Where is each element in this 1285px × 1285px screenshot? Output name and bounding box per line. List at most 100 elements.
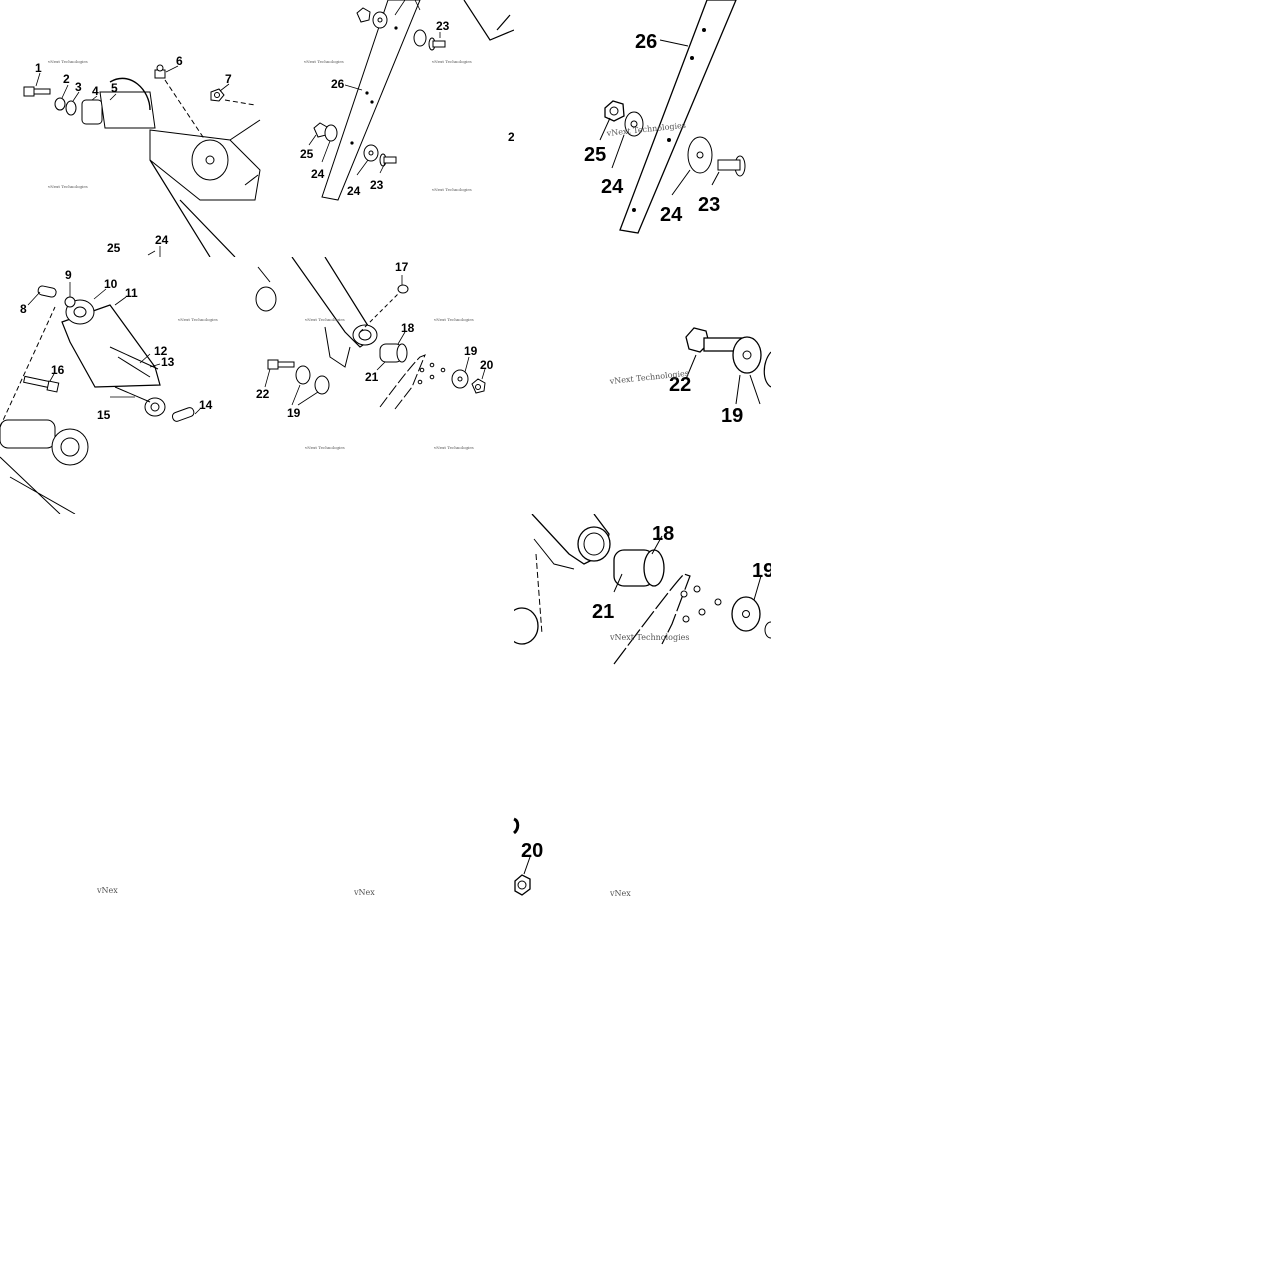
svg-text:vNex: vNex bbox=[609, 889, 631, 898]
part-lower-arm bbox=[531, 514, 611, 570]
part-nut bbox=[210, 88, 225, 102]
part-bushing bbox=[379, 343, 408, 363]
svg-text:vNext Technologies: vNext Technologies bbox=[431, 59, 472, 64]
callout-26: 26 bbox=[331, 77, 345, 91]
callout-9: 9 bbox=[65, 268, 72, 282]
part-sleeve bbox=[37, 285, 57, 298]
part-washer bbox=[324, 124, 338, 142]
callout-26: 26 bbox=[635, 31, 657, 53]
callout-6: 6 bbox=[176, 54, 183, 68]
callout-7: 7 bbox=[225, 72, 232, 86]
svg-text:vNext Technologies: vNext Technologies bbox=[177, 317, 218, 322]
part-washer bbox=[732, 336, 762, 374]
part-washer bbox=[314, 375, 330, 395]
shock-exploded-view: 9 10 11 8 12 13 16 15 14 17 18 21 1 bbox=[0, 257, 494, 514]
svg-text:vNext Technologies: vNext Technologies bbox=[304, 445, 345, 450]
callout-23: 23 bbox=[436, 19, 450, 33]
svg-text:vNext Technologies: vNext Technologies bbox=[304, 317, 345, 322]
part-pin bbox=[379, 153, 397, 167]
callout-25: 25 bbox=[107, 241, 121, 255]
part-pin bbox=[717, 155, 746, 177]
svg-text:vNext Technologies: vNext Technologies bbox=[431, 187, 472, 192]
callout-25: 25 bbox=[300, 147, 314, 161]
svg-text:vNext Technologies: vNext Technologies bbox=[433, 317, 474, 322]
part-bolt bbox=[685, 327, 743, 353]
callout-13: 13 bbox=[161, 355, 175, 369]
svg-text:vNext Technologies: vNext Technologies bbox=[433, 445, 474, 450]
svg-text:vNext Technologies: vNext Technologies bbox=[303, 59, 344, 64]
part-grease-fitting bbox=[397, 284, 409, 294]
part-washer bbox=[413, 29, 427, 47]
callout-18: 18 bbox=[401, 321, 415, 335]
callout-24: 24 bbox=[155, 233, 169, 247]
callout-20: 20 bbox=[521, 840, 543, 862]
part-pin bbox=[428, 37, 446, 51]
callout-14: 14 bbox=[199, 398, 213, 412]
callout-21: 21 bbox=[592, 601, 614, 623]
bushing-zoom-view: 18 21 19 vNext Technologies bbox=[514, 514, 771, 665]
callout-19: 19 bbox=[287, 406, 301, 420]
callout-22: 22 bbox=[256, 387, 270, 401]
callout-5: 5 bbox=[111, 81, 118, 95]
callout-16: 16 bbox=[51, 363, 65, 377]
callout-19: 19 bbox=[721, 405, 743, 427]
callout-17: 17 bbox=[395, 260, 409, 274]
callout-12: 12 bbox=[154, 344, 168, 358]
callout-10: 10 bbox=[104, 277, 118, 291]
callout-4: 4 bbox=[92, 84, 99, 98]
callout-24: 24 bbox=[601, 176, 624, 198]
callout-11: 11 bbox=[125, 286, 138, 300]
part-bolt bbox=[23, 86, 51, 97]
callout-8: 8 bbox=[20, 302, 27, 316]
callout-21: 21 bbox=[365, 370, 379, 384]
svg-text:vNex: vNex bbox=[96, 886, 118, 895]
upper-arm-exploded-view: 1 2 3 4 5 6 7 25 24 23 26 25 24 24 23 2 … bbox=[23, 0, 514, 257]
callout-24: 24 bbox=[660, 204, 683, 226]
part-bushing bbox=[255, 266, 277, 312]
svg-text:vNext Technologies: vNext Technologies bbox=[47, 59, 88, 64]
diagram-tile-upper-arm: 1 2 3 4 5 6 7 25 24 23 26 25 24 24 23 2 … bbox=[0, 0, 514, 257]
bolt-zoom-view: 22 19 vNext Technologies bbox=[608, 327, 771, 427]
callout-15: 15 bbox=[97, 408, 111, 422]
link-bar-zoom-view: 26 25 24 24 23 vNext Technologies bbox=[584, 0, 746, 234]
part-lower-arm bbox=[291, 257, 378, 368]
part-shock-absorber bbox=[61, 296, 166, 417]
part-bolt bbox=[23, 375, 60, 393]
part-lower-arm bbox=[0, 419, 89, 514]
callout-25: 25 bbox=[584, 144, 606, 166]
part-link-bar bbox=[321, 0, 421, 201]
part-washer bbox=[65, 100, 77, 116]
part-nut bbox=[471, 378, 486, 394]
callout-1: 1 bbox=[35, 61, 42, 75]
callout-24: 24 bbox=[311, 167, 325, 181]
part-bushing bbox=[613, 549, 665, 587]
nut-zoom-view: 20 vNex vNex vNex bbox=[96, 817, 631, 898]
svg-text:vNext Technologies: vNext Technologies bbox=[47, 184, 88, 189]
svg-text:vNex: vNex bbox=[353, 888, 375, 897]
diagram-tile-nut-zoom: 20 vNex vNex vNex bbox=[0, 771, 771, 1028]
callout-24: 24 bbox=[347, 184, 361, 198]
part-nut bbox=[514, 874, 531, 896]
callout-20: 20 bbox=[480, 358, 494, 372]
diagram-tile-bolt-zoom: 22 19 vNext Technologies bbox=[514, 257, 771, 514]
part-sleeve bbox=[171, 407, 195, 422]
diagram-tile-shock: 9 10 11 8 12 13 16 15 14 17 18 21 1 bbox=[0, 257, 514, 514]
part-grease-fitting bbox=[154, 64, 166, 79]
callout-22: 22 bbox=[669, 374, 691, 396]
callout-2: 2 bbox=[63, 72, 70, 86]
part-bolt bbox=[267, 359, 295, 370]
svg-text:vNext Technologies: vNext Technologies bbox=[609, 633, 689, 642]
part-washer bbox=[54, 97, 66, 111]
part-bushing-left bbox=[514, 607, 539, 645]
callout-18: 18 bbox=[652, 523, 674, 545]
callout-23: 23 bbox=[698, 194, 720, 216]
callout-23: 23 bbox=[370, 178, 384, 192]
callout-2: 2 bbox=[508, 130, 514, 144]
part-link-bar bbox=[619, 0, 737, 234]
callout-19: 19 bbox=[752, 560, 771, 582]
part-nut bbox=[604, 100, 625, 122]
callout-3: 3 bbox=[75, 80, 82, 94]
part-upper-arm bbox=[81, 77, 261, 257]
diagram-tile-link-bar-zoom: 26 25 24 24 23 vNext Technologies bbox=[514, 0, 771, 257]
part-washer bbox=[731, 596, 761, 632]
